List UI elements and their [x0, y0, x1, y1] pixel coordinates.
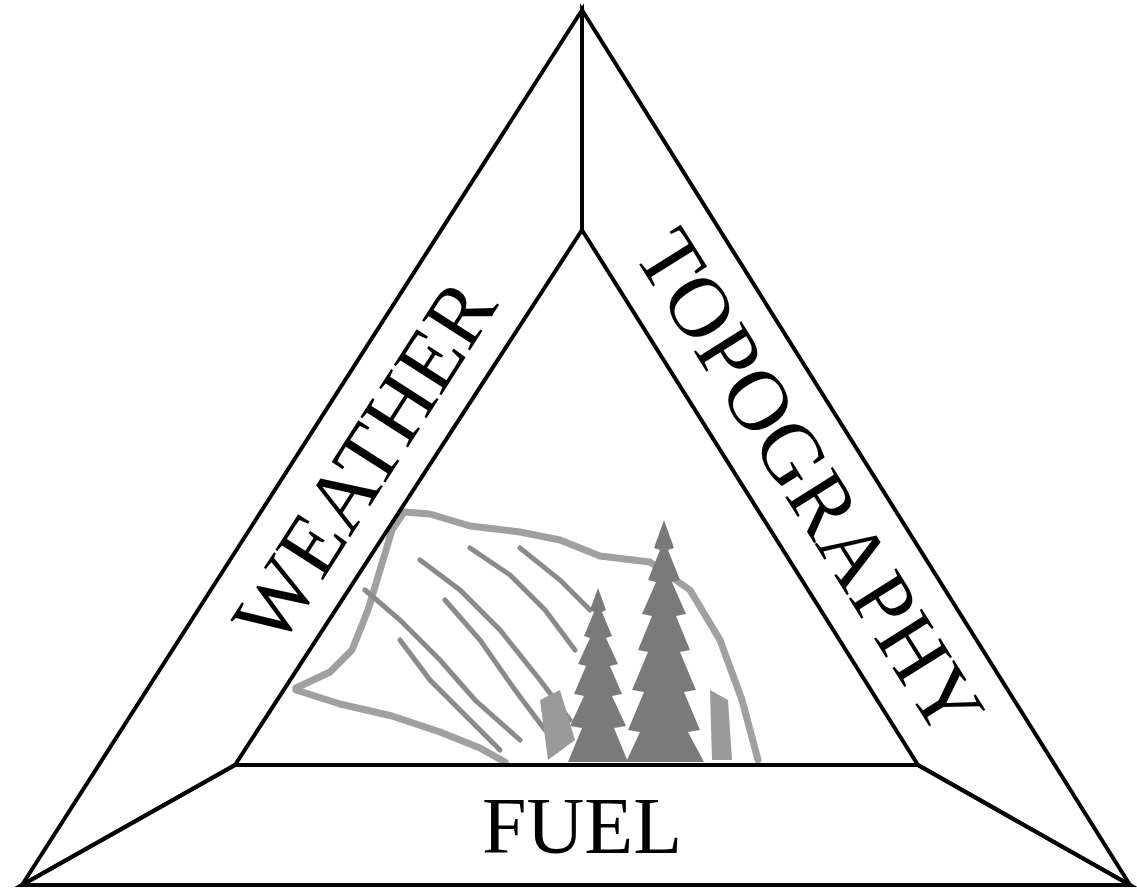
band-outline [582, 10, 1130, 885]
band-label: TOPOGRAPHY [620, 215, 999, 749]
band-label: FUEL [482, 786, 682, 866]
band-shape [22, 765, 1130, 885]
band-shape [582, 10, 1130, 885]
band-shape [22, 10, 582, 885]
weather-band: WEATHER [22, 10, 582, 885]
fuel-band: FUEL [22, 765, 1130, 885]
band-outline [22, 10, 582, 885]
band-label: WEATHER [217, 266, 511, 658]
topography-band: TOPOGRAPHY [582, 10, 1130, 885]
